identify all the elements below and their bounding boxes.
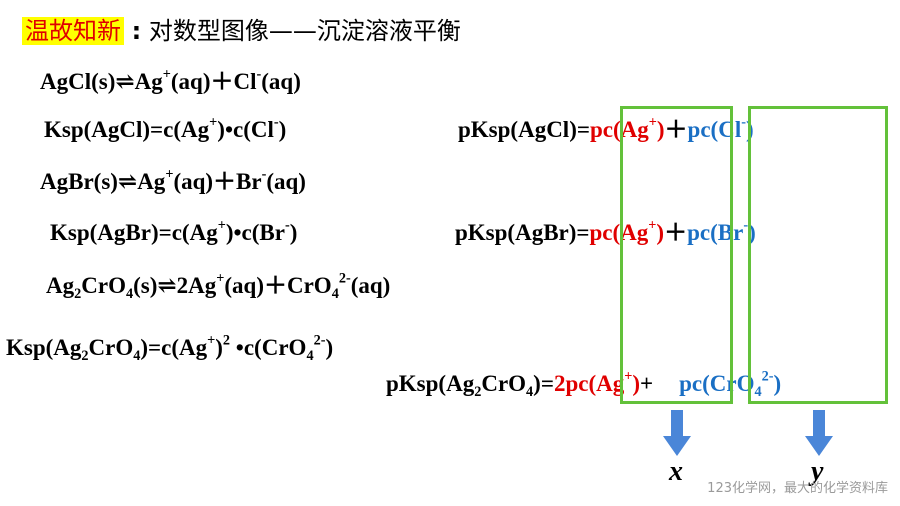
agbr-equilibrium: AgBr(s)⇌Ag+(aq)＋Br-(aq): [40, 166, 306, 194]
x-term-highlight-box: [620, 106, 733, 404]
watermark: 123化学网，最大的化学资料库: [707, 481, 888, 496]
agcl-pksp: pKsp(AgCl)=pc(Ag+)＋pc(Cl-): [458, 114, 754, 142]
title-badge: 温故知新: [22, 17, 124, 45]
ag2cro4-ksp: Ksp(Ag2CrO4)=c(Ag+)2 •c(CrO42-): [6, 332, 334, 364]
ag2cro4-pksp: pKsp(Ag2CrO4)=2pc(Ag+)+pc(CrO42-): [386, 368, 782, 400]
agcl-equilibrium: AgCl(s)⇌Ag+(aq)＋Cl-(aq): [40, 66, 301, 94]
title-separator: :: [131, 17, 142, 45]
ag2cro4-equilibrium: Ag2CrO4(s)⇌2Ag+(aq)＋CrO42-(aq): [46, 270, 391, 302]
title-text: 对数型图像——沉淀溶液平衡: [148, 17, 461, 45]
agbr-pksp: pKsp(AgBr)=pc(Ag+)＋pc(Br-): [455, 217, 756, 245]
page-title: 温故知新 : 对数型图像——沉淀溶液平衡: [22, 14, 461, 48]
y-term-highlight-box: [748, 106, 888, 404]
x-down-arrow-icon: [663, 410, 691, 456]
agbr-ksp: Ksp(AgBr)=c(Ag+)•c(Br-): [50, 217, 298, 245]
y-axis-symbol: y: [811, 456, 824, 487]
x-axis-symbol: x: [669, 456, 683, 487]
agcl-ksp: Ksp(AgCl)=c(Ag+)•c(Cl-): [44, 114, 287, 142]
y-down-arrow-icon: [805, 410, 833, 456]
